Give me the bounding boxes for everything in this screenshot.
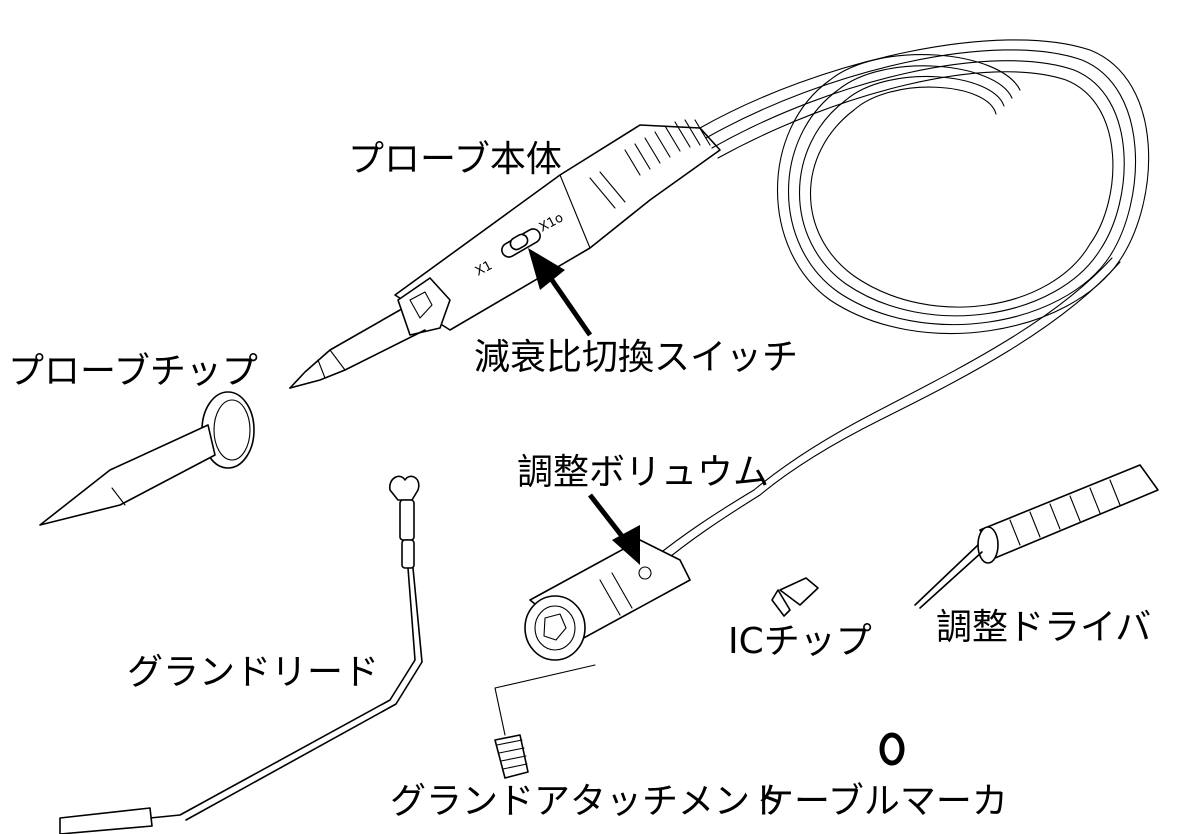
ground-lead-drawing	[59, 475, 423, 834]
switch-x10-marking: X1o	[537, 210, 566, 235]
ic-tip-label: ICチップ	[728, 621, 872, 662]
ground-attachment-label: グランドアタッチメント	[390, 781, 787, 822]
ground-attachment-drawing	[494, 664, 596, 779]
ic-tip-drawing	[771, 577, 819, 617]
volume-arrow	[588, 493, 640, 565]
compensation-box-drawing	[524, 539, 691, 661]
switch-x1-marking: X1	[473, 258, 495, 279]
probe-tip-label: プローブチップ	[8, 351, 258, 392]
probe-cable	[653, 39, 1150, 566]
attenuation-switch-label: 減衰比切換スイッチ	[474, 337, 799, 378]
cable-marker-label: ケーブルマーカ	[758, 781, 1008, 822]
cable-marker-drawing	[879, 732, 905, 766]
adjust-driver-drawing	[914, 464, 1159, 609]
probe-body-drawing	[289, 119, 721, 389]
probe-body-label: プローブ本体	[348, 139, 562, 180]
adjust-volume-label: 調整ボリュウム	[517, 452, 770, 493]
switch-arrow	[528, 248, 593, 337]
adjust-driver-label: 調整ドライバ	[936, 607, 1152, 648]
ground-lead-label: グランドリード	[127, 652, 380, 693]
probe-tip-drawing	[39, 391, 255, 526]
